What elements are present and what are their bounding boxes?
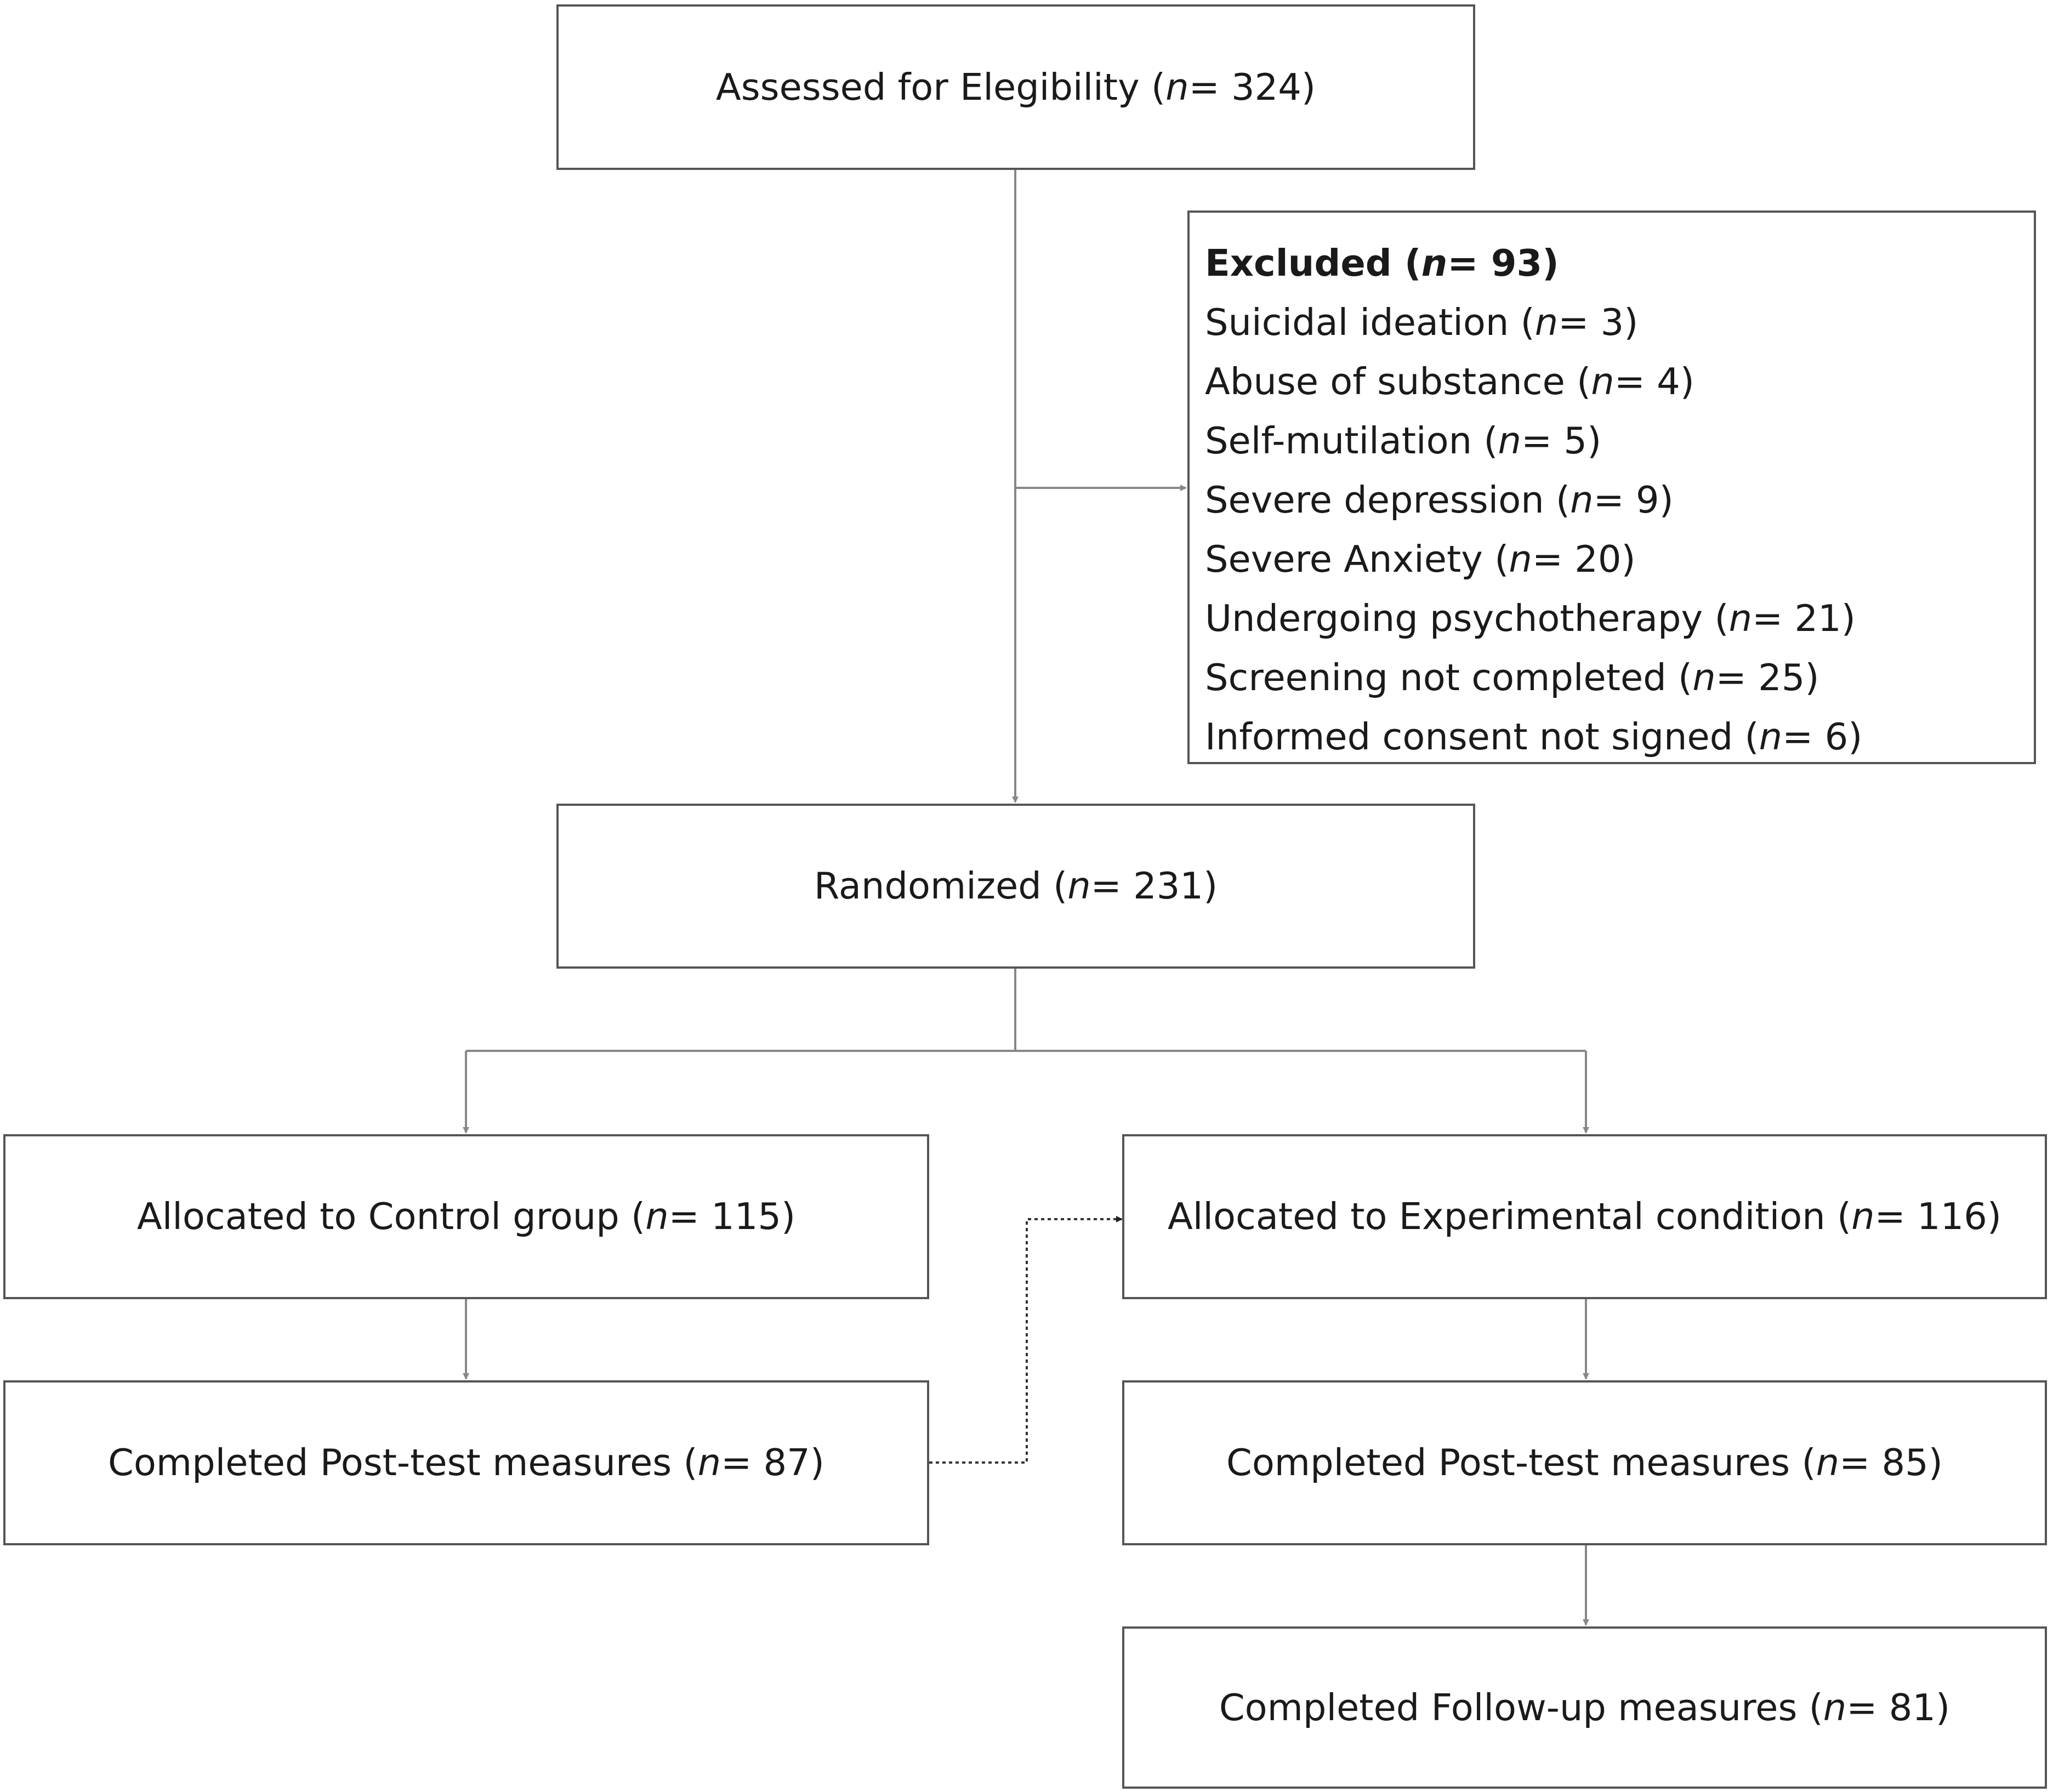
excluded-header: Excluded (n = 93) (1205, 242, 1559, 285)
experimental-condition-label: Allocated to Experimental condition (n= … (1167, 1195, 2002, 1238)
assessed-box: Assessed for Elegibility (n = 324) (556, 4, 1475, 170)
exclusion-reason: Informed consent not signed (n= 6) (1205, 715, 1863, 758)
exclusion-reason: Abuse of substance (n = 4) (1205, 360, 1694, 403)
control-post-test-label: Completed Post-test measures (n = 87) (108, 1441, 824, 1484)
experimental-post-test-label: Completed Post-test measures (n = 85) (1226, 1441, 1943, 1484)
exclusion-reason: Severe depression (n = 9) (1205, 479, 1674, 521)
dotted-arrow-control-post-to-experimental (929, 1216, 1123, 1464)
follow-up-box: Completed Follow-up measures (n = 81) (1122, 1626, 2047, 1789)
exclusion-reason: Undergoing psychotherapy (n = 21) (1205, 597, 1856, 640)
randomized-label: Randomized (n = 231) (814, 864, 1218, 907)
exclusion-reason: Severe Anxiety (n = 20) (1205, 538, 1636, 581)
experimental-post-test-box: Completed Post-test measures (n = 85) (1122, 1380, 2047, 1545)
control-group-label: Allocated to Control group (n = 115) (137, 1195, 796, 1238)
follow-up-label: Completed Follow-up measures (n = 81) (1219, 1686, 1950, 1729)
exclusion-reason: Self-mutilation (n = 5) (1205, 419, 1602, 462)
control-group-box: Allocated to Control group (n = 115) (3, 1134, 929, 1299)
exclusion-reason: Screening not completed (n = 25) (1205, 656, 1819, 699)
exclusion-reason: Suicidal ideation (n = 3) (1205, 301, 1639, 344)
control-post-test-box: Completed Post-test measures (n = 87) (3, 1380, 929, 1545)
experimental-condition-box: Allocated to Experimental condition (n= … (1122, 1134, 2047, 1299)
assessed-label: Assessed for Elegibility (n = 324) (715, 65, 1316, 109)
randomized-box: Randomized (n = 231) (556, 804, 1475, 969)
excluded-box: Excluded (n = 93) Suicidal ideation (n =… (1187, 211, 2036, 764)
